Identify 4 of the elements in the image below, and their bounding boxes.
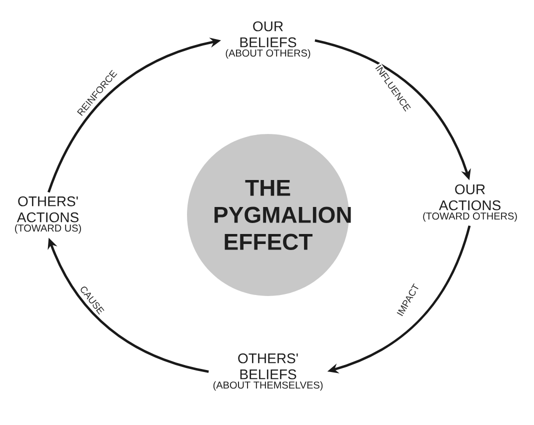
step-label: OTHERS' ACTIONS (TOWARD US) <box>15 196 81 234</box>
step-label: OTHERS' BELIEFS (ABOUT THEMSELVES) <box>213 353 323 391</box>
step-label: OUR ACTIONS (TOWARD OTHERS) <box>423 184 517 222</box>
step-label: OUR BELIEFS (ABOUT OTHERS) <box>226 21 310 59</box>
